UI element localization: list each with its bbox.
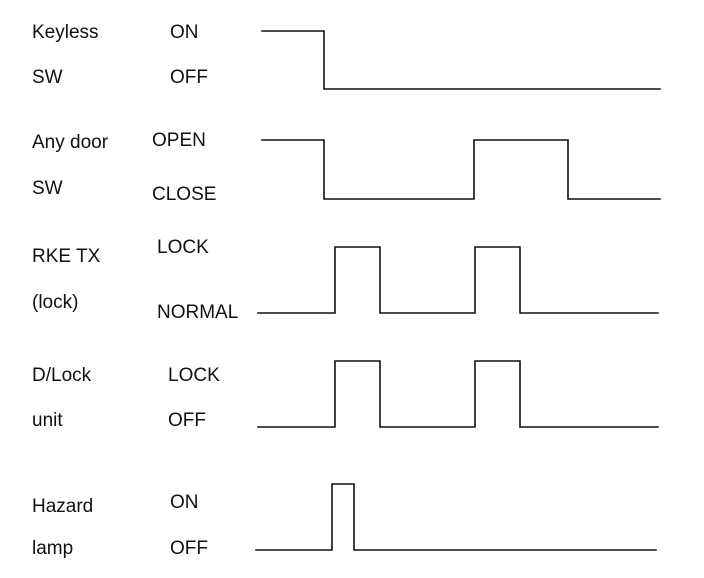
signal-name-hazard-line1: Hazard — [32, 496, 94, 517]
signal-name-anydoor-line2: SW — [32, 178, 63, 199]
waveform-hazard-lamp — [255, 483, 657, 551]
state-label-hazard-low: OFF — [170, 538, 208, 559]
state-label-anydoor-low: CLOSE — [152, 184, 217, 205]
state-label-dlock-high: LOCK — [168, 365, 220, 386]
waveform-rke-tx-lock — [257, 246, 659, 314]
signal-name-keyless-line2: SW — [32, 67, 63, 88]
signal-name-rketx-line2: (lock) — [32, 292, 79, 313]
signal-name-keyless-line1: Keyless — [32, 22, 99, 43]
state-label-dlock-low: OFF — [168, 410, 206, 431]
waveform-dlock-unit — [257, 360, 659, 428]
signal-name-rketx-line1: RKE TX — [32, 246, 101, 267]
state-label-keyless-low: OFF — [170, 67, 208, 88]
state-label-keyless-high: ON — [170, 22, 199, 43]
state-label-anydoor-high: OPEN — [152, 130, 206, 151]
signal-name-dlock-line2: unit — [32, 410, 63, 431]
waveform-any-door-sw — [261, 139, 661, 200]
waveform-keyless-sw — [261, 30, 661, 90]
state-label-hazard-high: ON — [170, 492, 199, 513]
signal-name-hazard-line2: lamp — [32, 538, 74, 559]
state-label-rketx-high: LOCK — [157, 237, 209, 258]
signal-name-dlock-line1: D/Lock — [32, 365, 92, 386]
state-label-rketx-low: NORMAL — [157, 302, 239, 323]
signal-name-anydoor-line1: Any door — [32, 132, 109, 153]
